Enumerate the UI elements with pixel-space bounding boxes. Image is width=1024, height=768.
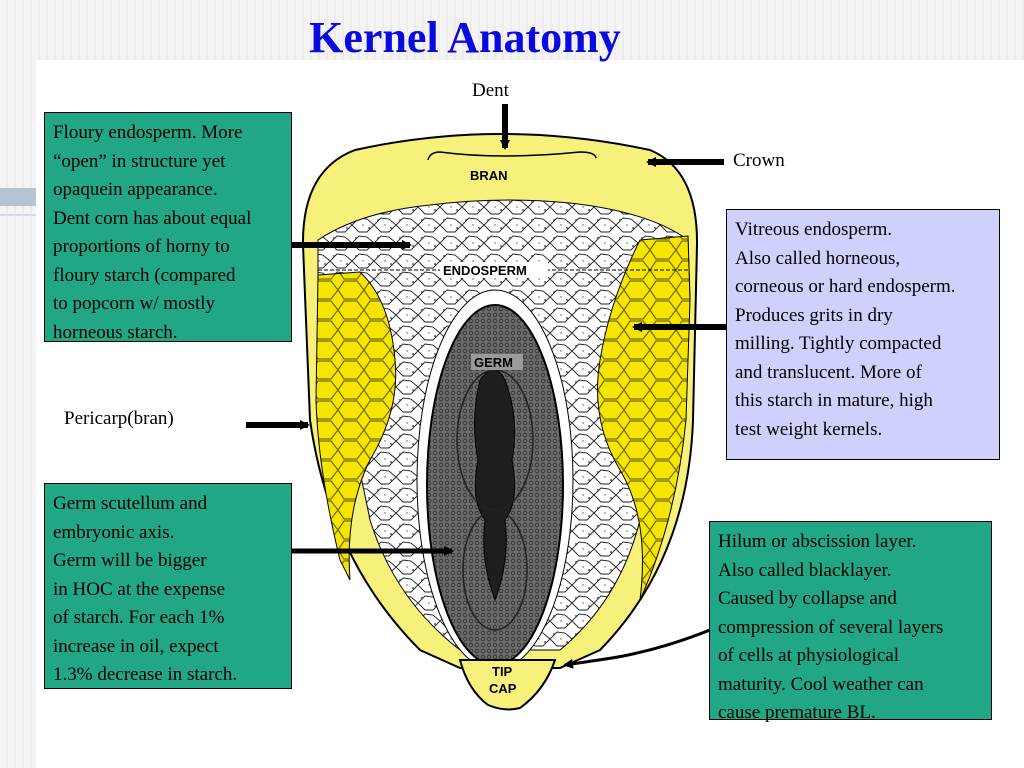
callout-line: of cells at physiological [718, 642, 983, 671]
germ-label: GERM [474, 355, 513, 370]
callout-line: Dent corn has about equal [53, 205, 283, 234]
callout-line: in HOC at the expense [53, 576, 283, 605]
callout-line: increase in oil, expect [53, 633, 283, 662]
callout-line: this starch in mature, high [735, 387, 991, 416]
callout-line: Also called blacklayer. [718, 557, 983, 586]
callout-line: Vitreous endosperm. [735, 216, 991, 245]
callout-line: Floury endosperm. More [53, 119, 283, 148]
callout-line: corneous or hard endosperm. [735, 273, 991, 302]
pericarp-label: Pericarp(bran) [64, 408, 174, 430]
callout-line: Germ will be bigger [53, 547, 283, 576]
germ-callout: Germ scutellum and embryonic axis. Germ … [44, 483, 292, 689]
callout-line: opaquein appearance. [53, 176, 283, 205]
crown-label: Crown [733, 150, 785, 172]
callout-line: horneous starch. [53, 319, 283, 348]
callout-line: Germ scutellum and [53, 490, 283, 519]
callout-line: compression of several layers [718, 614, 983, 643]
cap-label: CAP [489, 681, 517, 696]
floury-endosperm-callout: Floury endosperm. More “open” in structu… [44, 112, 292, 342]
callout-line: “open” in structure yet [53, 148, 283, 177]
callout-line: floury starch (compared [53, 262, 283, 291]
callout-line: Caused by collapse and [718, 585, 983, 614]
callout-line: of starch. For each 1% [53, 604, 283, 633]
vitreous-endosperm-callout: Vitreous endosperm. Also called horneous… [726, 209, 1000, 460]
tip-label: TIP [492, 664, 513, 679]
endosperm-label: ENDOSPERM [443, 263, 527, 278]
callout-line: milling. Tightly compacted [735, 330, 991, 359]
callout-line: and translucent. More of [735, 359, 991, 388]
callout-line: to popcorn w/ mostly [53, 290, 283, 319]
callout-line: embryonic axis. [53, 519, 283, 548]
callout-line: Hilum or abscission layer. [718, 528, 983, 557]
hilum-callout: Hilum or abscission layer. Also called b… [709, 521, 992, 720]
callout-line: Produces grits in dry [735, 302, 991, 331]
callout-line: Also called horneous, [735, 245, 991, 274]
callout-line: cause premature BL. [718, 699, 983, 728]
callout-line: proportions of horny to [53, 233, 283, 262]
callout-line: maturity. Cool weather can [718, 671, 983, 700]
dent-label: Dent [472, 80, 509, 102]
bran-label: BRAN [470, 168, 508, 183]
callout-line: 1.3% decrease in starch. [53, 661, 283, 690]
callout-line: test weight kernels. [735, 416, 991, 445]
